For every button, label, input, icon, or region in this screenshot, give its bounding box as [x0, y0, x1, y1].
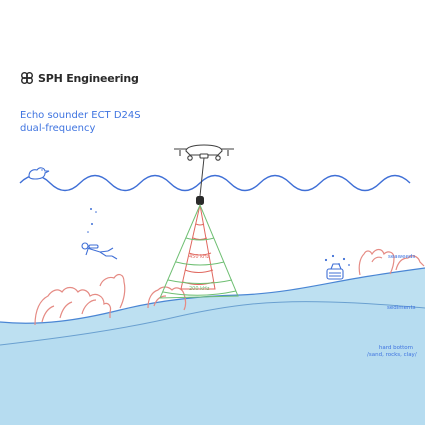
beam-450khz: [180, 204, 216, 290]
seaweed-left: [34, 273, 126, 326]
diagram-title: Echo sounder ECT D24S dual-frequency: [20, 109, 141, 135]
sediments-label: sediments: [387, 305, 416, 311]
hard-bottom-label-line-2: /sand, rocks, clay/: [367, 351, 417, 358]
bubble-sparkles: [324, 254, 350, 266]
water-surface-waves: [19, 174, 411, 192]
sph-logo-icon: [21, 72, 33, 84]
brand: SPH Engineering: [20, 71, 139, 85]
beam-200khz-arcs: [162, 237, 237, 296]
seaweeds-label: seaweeds: [388, 254, 416, 260]
seabed-line: [0, 267, 425, 324]
sediment-layer: [0, 268, 425, 425]
diver-icon: [81, 242, 118, 260]
tether-line: [199, 157, 205, 197]
drone-icon: [174, 144, 234, 161]
diver-bubbles: [87, 208, 97, 233]
title-line-2: dual-frequency: [20, 123, 96, 134]
duck-icon: [28, 167, 50, 180]
shipwreck-icon: [326, 263, 344, 280]
sediment-lower-edge: [0, 301, 425, 346]
seaweed-mid: [147, 286, 187, 311]
title-line-1: Echo sounder ECT D24S: [20, 110, 141, 121]
brand-name: SPH Engineering: [38, 71, 139, 85]
beam-450khz-label: 450 kHz: [189, 254, 210, 260]
seaweed-right: [358, 248, 425, 276]
hard-bottom-label-line-1: hard bottom: [378, 345, 413, 351]
echo-sounder-icon: [196, 196, 204, 205]
beam-200khz-label: 200 kHz: [189, 286, 210, 292]
beam-200khz: [159, 203, 239, 299]
hard-bottom-label: hard bottom /sand, rocks, clay/: [367, 345, 417, 358]
